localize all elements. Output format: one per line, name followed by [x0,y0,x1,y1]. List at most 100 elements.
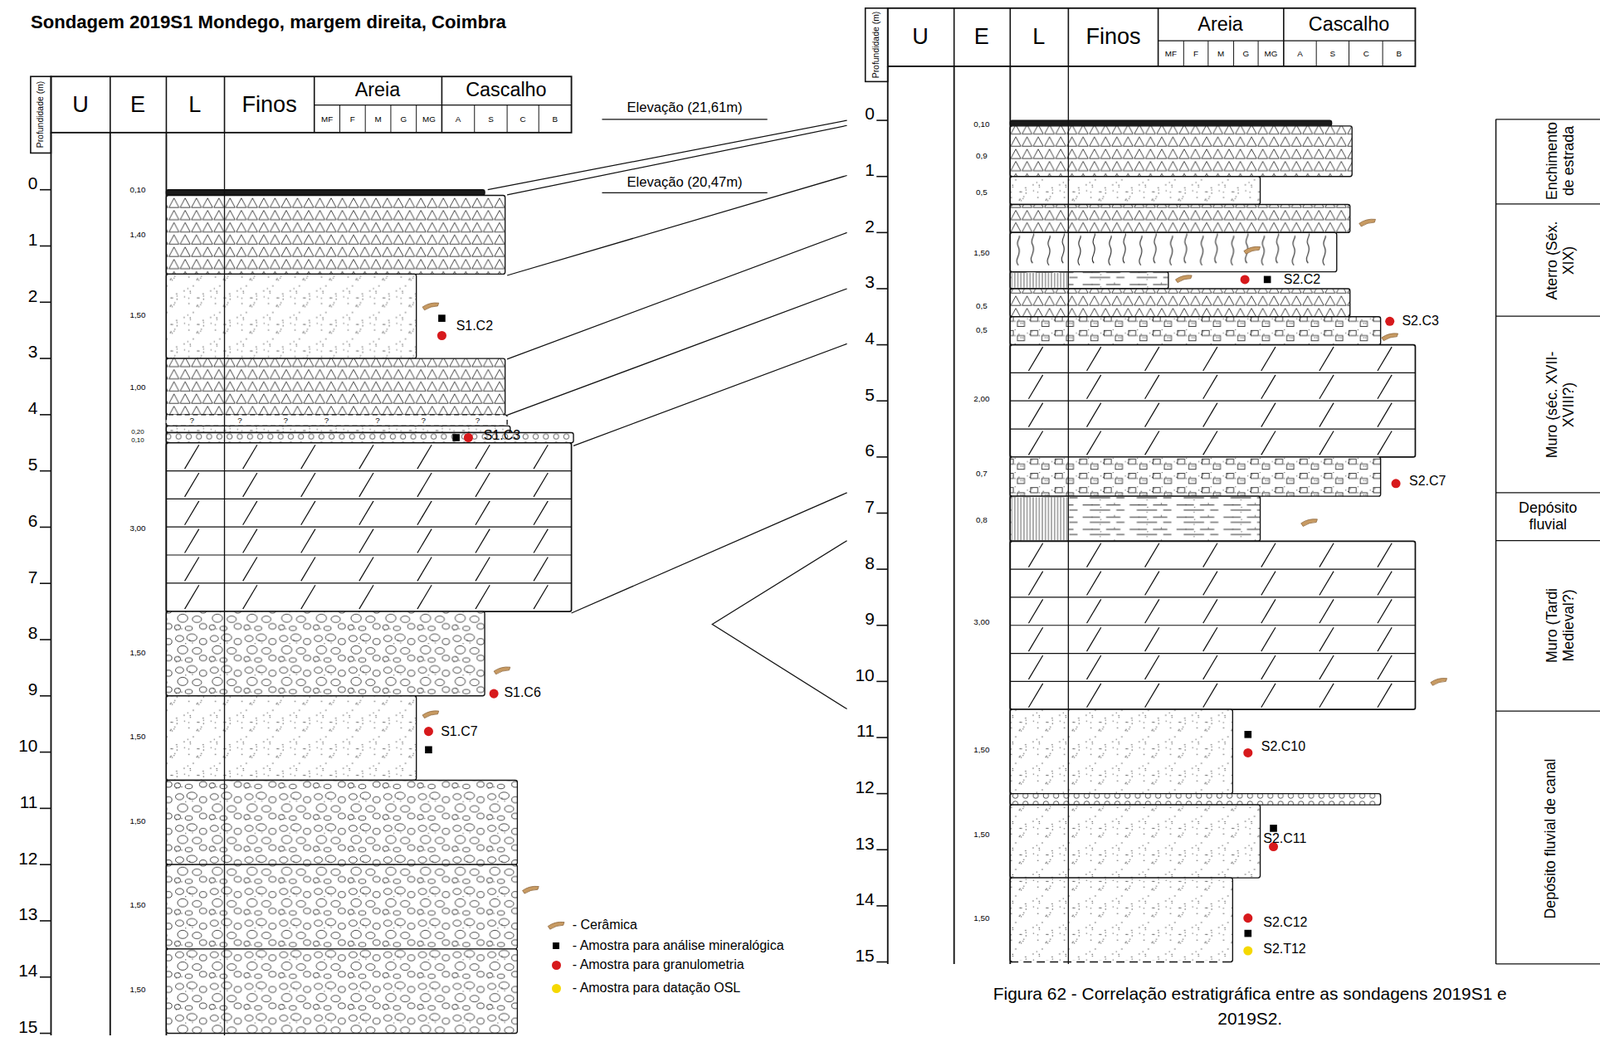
band-divider [1496,203,1600,205]
masonry-joint [1028,683,1043,708]
column-header: E [130,92,146,118]
masonry-joint [533,444,548,469]
thickness-value: 1,50 [129,900,146,910]
masonry-joint [1028,375,1043,400]
masonry-joint [1145,375,1160,400]
masonry-joint [1028,571,1043,596]
masonry-joint [1145,431,1160,456]
thickness-value: 0,5 [975,188,988,198]
layer-box [1009,496,1260,542]
uncertain-mark: ? [283,415,288,425]
layer-box [1009,272,1169,289]
grain-subclass: B [1395,49,1402,59]
layer [1009,317,1381,346]
layer-box [165,949,518,1035]
masonry-joint [1028,543,1043,568]
grain-sample-marker [1385,317,1395,327]
depth-number: 12 [855,777,875,797]
depth-number: 3 [864,272,875,292]
masonry-joint [1319,543,1334,568]
depth-tick [876,400,888,402]
unit-label: Depósito fluvial [1499,501,1597,534]
depth-tick [876,287,888,290]
depth-tick [39,976,52,979]
layer-box [165,425,510,433]
grain-subclass: B [552,114,559,124]
depth-tick [39,639,52,641]
grain-subclass: MF [1165,49,1177,59]
masonry-joint [1145,627,1160,652]
masonry-course [1009,372,1415,374]
thickness-value: 1,50 [973,829,990,840]
ceramic-symbol [1301,519,1318,527]
header-divider [1258,40,1259,67]
masonry-joint [1377,683,1392,708]
sample-label: S2.C3 [1401,314,1439,330]
masonry-joint [301,444,316,469]
layer [165,190,485,196]
grain-subclass: G [1243,49,1250,59]
masonry-joint [359,529,374,554]
sample-label: S1.C7 [440,724,478,740]
correlation-line [507,175,847,276]
masonry-joint [301,556,316,581]
header-divider [1183,40,1185,67]
masonry-joint [1145,543,1160,568]
depth-tick [876,456,888,459]
column-line [953,66,956,965]
uncertain-mark: ? [475,415,480,425]
grain-sample-marker [424,726,434,737]
masonry-joint [1377,627,1392,652]
thickness-value: 1,00 [129,383,146,393]
header-divider [224,76,226,133]
band-divider [1496,492,1600,493]
grain-sample-marker [437,331,447,341]
correlation-line [507,125,847,196]
grain-class-header: Cascalho [465,80,547,103]
depth-header-cell [865,8,888,83]
masonry-joint [1319,627,1334,652]
fines-limit [1068,66,1069,965]
grain-sample-marker [463,433,474,443]
header-divider [339,105,341,133]
depth-number: 1 [28,229,39,249]
ceramic-symbol [547,921,565,930]
masonry-joint [243,585,258,610]
masonry-course [1009,653,1415,654]
grain-subclass: MG [1264,49,1279,59]
fines-limit [224,132,225,1036]
masonry-joint [533,529,548,554]
masonry-joint [1203,683,1218,708]
masonry-joint [359,444,374,469]
masonry-joint [1319,346,1334,371]
header-divider [538,105,540,133]
layer [1009,204,1350,234]
masonry-course [1009,428,1415,430]
masonry-joint [1028,599,1043,624]
mineral-sample-marker [1263,276,1272,284]
layer-box [165,195,505,274]
depth-number: 6 [864,440,875,460]
depth-number: 4 [864,327,875,347]
masonry-joint [1087,683,1102,708]
mineral-sample-marker [1243,731,1252,739]
layer [1009,794,1381,806]
masonry-joint [1028,346,1043,371]
depth-tick [876,793,888,796]
depth-tick [39,920,52,922]
depth-number: 14 [855,889,875,909]
masonry-joint [533,501,548,526]
correlation-line [507,232,847,359]
depth-number: 13 [855,833,875,853]
layer-box [1009,878,1233,962]
layer [1009,126,1352,177]
layer [1009,288,1350,318]
masonry-joint [1028,627,1043,652]
masonry-joint [243,501,258,526]
layer-box [1009,204,1350,234]
unit-label: Muro (Tardi Medieval?) [1545,569,1578,682]
masonry-joint [1261,375,1276,400]
masonry-joint [1203,375,1218,400]
masonry-joint [1087,431,1102,456]
masonry-joint [1377,599,1392,624]
